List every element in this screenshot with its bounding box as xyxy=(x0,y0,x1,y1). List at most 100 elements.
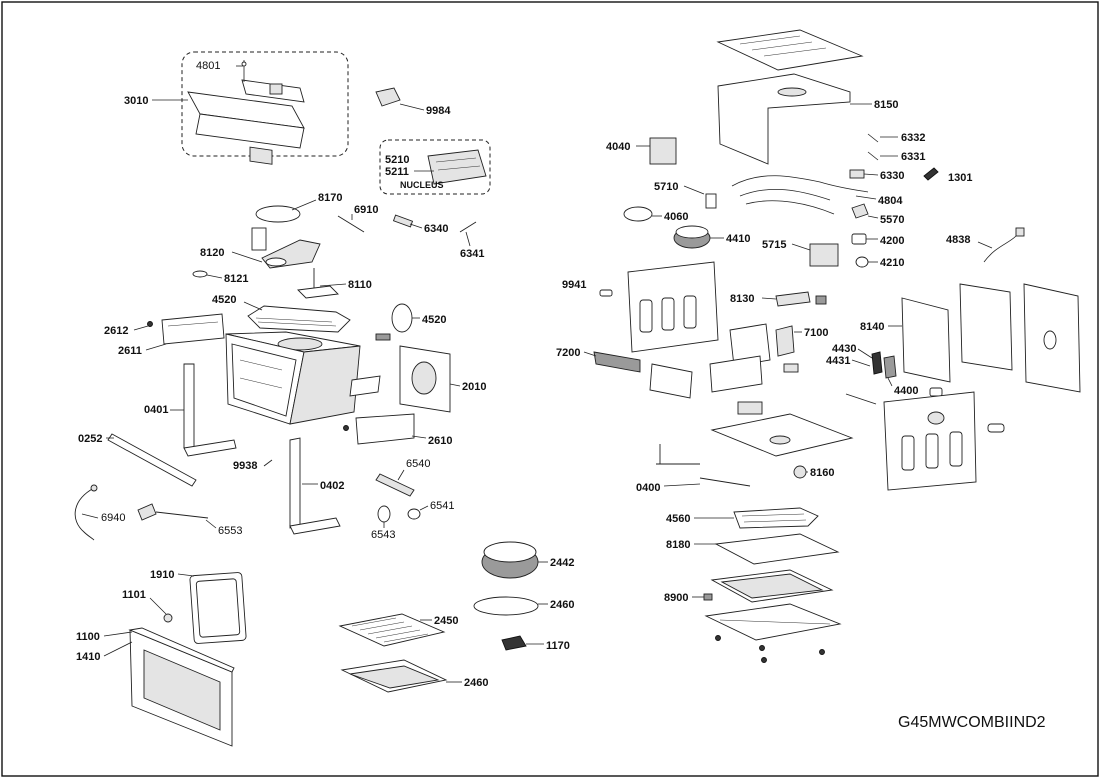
part-label-6332: 6332 xyxy=(901,132,925,144)
part-label-5715: 5715 xyxy=(762,239,786,251)
part-label-2611: 2611 xyxy=(118,345,142,357)
part-8180-plate xyxy=(714,533,840,565)
part-8170-shape xyxy=(255,205,301,223)
part-label-6330: 6330 xyxy=(880,170,904,182)
part-label-2610: 2610 xyxy=(428,435,452,447)
part-6541-shape xyxy=(407,508,421,520)
cavity-bracket xyxy=(349,375,381,397)
part-2460-tray-inner xyxy=(349,665,440,689)
part-small-block xyxy=(783,363,799,373)
right-middle-cluster: 9941 8130 7100 7200 8140 4430 4431 440 xyxy=(556,261,1081,494)
left-upper-cluster: 8170 6910 6340 6341 8120 8121 8110 4520 xyxy=(104,192,484,357)
insulation-plate-inner xyxy=(720,573,824,599)
part-label-5570: 5570 xyxy=(880,214,904,226)
part-label-6331: 6331 xyxy=(901,151,925,163)
part-0252-rail xyxy=(107,433,197,487)
cavity-top-vent xyxy=(277,337,323,351)
part-label-2460-a: 2460 xyxy=(550,599,574,611)
part-label-6543: 6543 xyxy=(371,529,395,541)
right-top-cluster: 8150 4040 6332 6331 6330 1301 5710 4804 … xyxy=(606,29,1025,269)
part-label-6540: 6540 xyxy=(406,458,430,470)
part-4200-shape xyxy=(851,233,867,245)
leader-6940 xyxy=(81,513,99,519)
part-label-4801: 4801 xyxy=(196,60,220,72)
leader-4520-a xyxy=(243,301,263,311)
leader-1410 xyxy=(103,641,133,657)
part-label-0401: 0401 xyxy=(144,404,168,416)
part-1910-gasket-inner xyxy=(195,578,241,638)
base-plate xyxy=(710,413,854,457)
leader-1101 xyxy=(149,597,167,615)
screw-4801-head xyxy=(241,61,247,67)
leader-9984 xyxy=(399,103,425,111)
part-label-6910: 6910 xyxy=(354,204,378,216)
part-2610: 2610 xyxy=(343,413,452,447)
part-label-4520-a: 4520 xyxy=(212,294,236,306)
part-2612-screw xyxy=(147,321,153,327)
part-6553-wire xyxy=(155,511,209,519)
part-2450-grid xyxy=(351,617,429,643)
leader-8121 xyxy=(206,274,223,279)
part-4560-coils xyxy=(741,513,807,523)
part-label-2460-b: 2460 xyxy=(464,677,488,689)
back-panel-left-slot-2 xyxy=(661,297,675,331)
mount-bracket-a xyxy=(729,323,771,367)
nucleus-board-part xyxy=(427,149,487,185)
part-label-1301: 1301 xyxy=(948,172,972,184)
part-4560-element xyxy=(733,507,819,529)
part-label-4040: 4040 xyxy=(606,141,630,153)
back-panel-left-slot-1 xyxy=(639,299,653,333)
part-label-6341: 6341 xyxy=(460,248,484,260)
part-label-1101: 1101 xyxy=(122,589,146,601)
part-6540-group: 6540 6541 6543 xyxy=(371,458,454,541)
back-panel-right-slot-3 xyxy=(949,431,963,467)
leader-6341 xyxy=(465,231,471,247)
leader-4430 xyxy=(857,348,873,359)
part-label-5210: 5210 xyxy=(385,154,409,166)
leader-2010 xyxy=(449,383,461,387)
part-0252: 0252 xyxy=(78,433,197,487)
small-part-b xyxy=(987,423,1005,433)
part-4040-magnetron xyxy=(649,137,677,165)
part-label-0252: 0252 xyxy=(78,433,102,445)
part-label-4560: 4560 xyxy=(666,513,690,525)
part-label-1410: 1410 xyxy=(76,651,100,663)
leader-5715 xyxy=(791,243,811,251)
part-1101-shape xyxy=(163,613,173,623)
part-label-4400: 4400 xyxy=(894,385,918,397)
part-small-connector xyxy=(375,333,391,341)
part-2611-bracket xyxy=(161,313,225,345)
control-panel-display-part xyxy=(249,146,273,165)
part-label-6541: 6541 xyxy=(430,500,454,512)
leader-8130 xyxy=(761,297,777,300)
back-panel-left-slot-3 xyxy=(683,295,697,329)
leader-1910 xyxy=(177,573,195,577)
part-2460-ring xyxy=(473,596,539,616)
leader-8120 xyxy=(231,251,263,263)
part-5710-shape xyxy=(705,193,717,209)
part-9984: 9984 xyxy=(375,87,451,117)
part-5715-transformer xyxy=(809,243,839,267)
control-panel-group: 4801 3010 xyxy=(124,51,349,165)
part-8160-shape xyxy=(793,465,807,479)
back-panel-right-fan-hole xyxy=(927,411,945,425)
part-label-0402: 0402 xyxy=(320,480,344,492)
part-label-4060: 4060 xyxy=(664,211,688,223)
part-label-1170: 1170 xyxy=(546,640,570,652)
leader-4400 xyxy=(887,377,893,387)
nucleus-board-detail-2 xyxy=(437,165,481,171)
part-label-5211: 5211 xyxy=(385,166,409,178)
part-0402-foot xyxy=(289,517,341,535)
mount-bracket-c xyxy=(709,355,763,393)
part-label-8900: 8900 xyxy=(664,592,688,604)
accessories-center: 2442 2460 2450 1170 2460 xyxy=(338,541,574,693)
part-4838-plug xyxy=(1015,227,1025,237)
part-8121-shape xyxy=(192,270,208,278)
mount-bracket-b xyxy=(649,363,693,399)
part-7100-shape xyxy=(775,325,795,357)
part-8120-motor xyxy=(251,227,267,251)
part-0401-foot xyxy=(183,439,237,457)
part-label-8170: 8170 xyxy=(318,192,342,204)
leader-6340 xyxy=(409,223,423,229)
